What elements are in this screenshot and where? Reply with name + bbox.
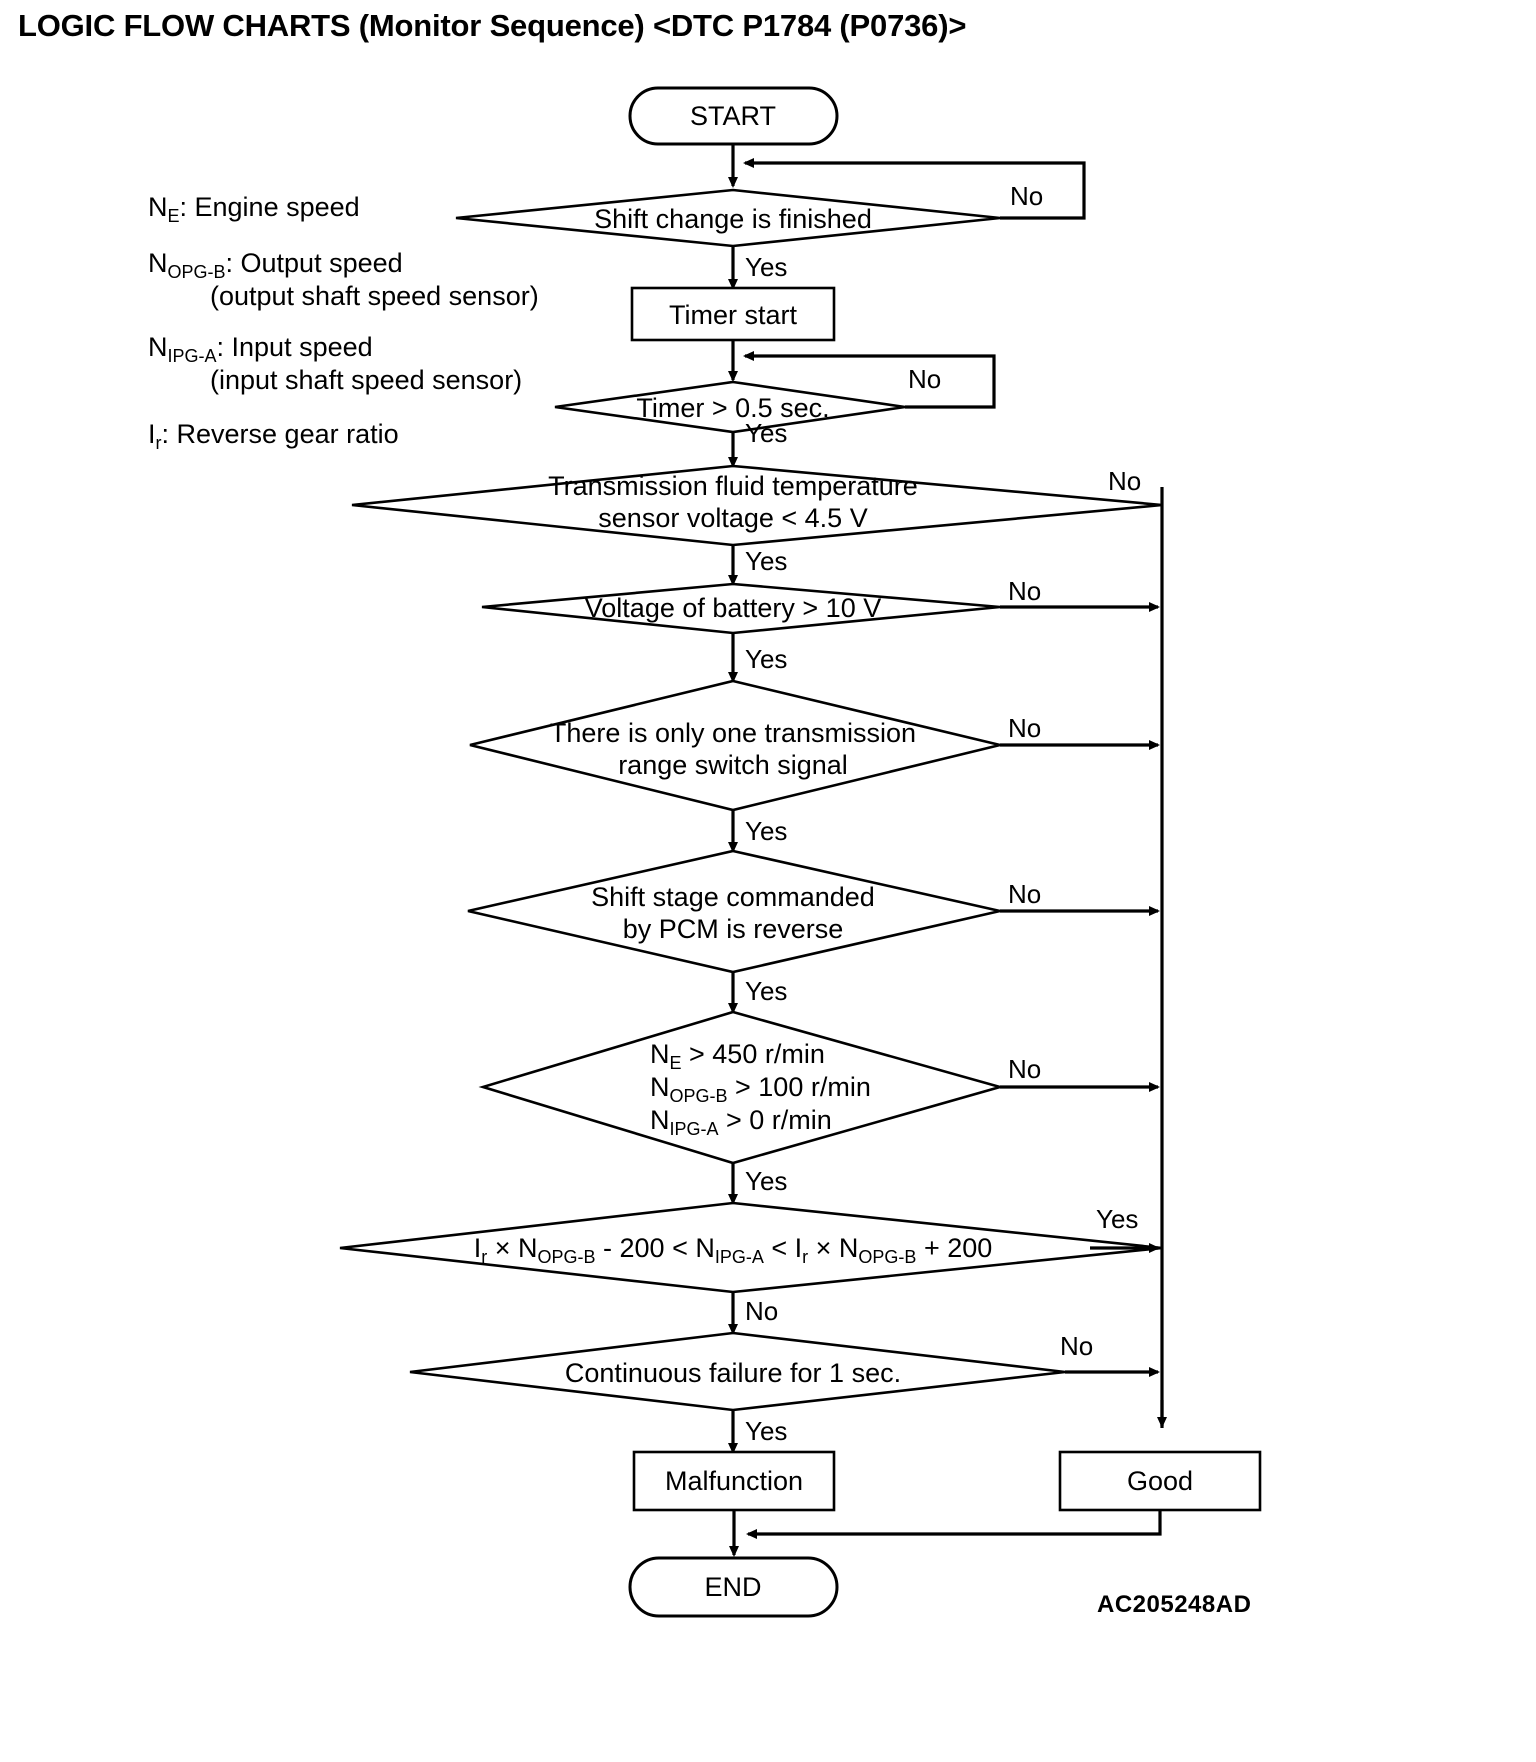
legend-symbol-ir: Ir: Reverse gear ratio [148, 419, 399, 453]
node-decision-range-switch-signal: There is only one transmission range swi… [469, 679, 1001, 812]
branch-label-d6-no: No [1008, 879, 1041, 909]
node-decision-shift-stage-reverse: Shift stage commanded by PCM is reverse [467, 849, 1001, 974]
branch-label-d1-no: No [1010, 181, 1043, 211]
branch-label-d2-yes: Yes [745, 418, 787, 448]
end-label: END [704, 1572, 761, 1602]
figure-code: AC205248AD [1097, 1591, 1251, 1618]
edge-good-to-end [746, 1510, 1162, 1539]
branch-label-d7-no: No [1008, 1054, 1041, 1084]
d8-label-formula: Ir × NOPG-B - 200 < NIPG-A < Ir × NOPG-B… [474, 1233, 993, 1267]
legend-symbol-nipga: NIPG-A: Input speed [148, 332, 373, 366]
branch-label-d3-yes: Yes [745, 546, 787, 576]
branch-label-d6-yes: Yes [745, 976, 787, 1006]
edge-d2-no-loop [743, 351, 996, 409]
branch-label-d9-no: No [1060, 1331, 1093, 1361]
branch-label-d4-yes: Yes [745, 644, 787, 674]
node-decision-continuous-failure: Continuous failure for 1 sec. [409, 1331, 1066, 1412]
timer-start-box-shape [630, 286, 836, 342]
node-decision-fluid-temp-sensor-voltage: Transmission fluid temperature sensor vo… [351, 464, 1163, 547]
d7-label-line2-nopgb: NOPG-B > 100 r/min [650, 1072, 871, 1106]
page-title: LOGIC FLOW CHARTS (Monitor Sequence) <DT… [18, 8, 967, 43]
legend-item-output-speed: NOPG-B: Output speed (output shaft speed… [148, 248, 539, 311]
branch-label-d9-yes: Yes [745, 1416, 787, 1446]
legend-symbol-nopgb: NOPG-B: Output speed [148, 248, 403, 282]
end-terminator-shape [628, 1556, 839, 1618]
good-label: Good [1127, 1466, 1193, 1496]
d3-label-line2: sensor voltage < 4.5 V [598, 503, 867, 533]
legend-item-engine-speed: NE: Engine speed [148, 192, 360, 226]
legend-symbol-ne: NE: Engine speed [148, 192, 360, 226]
node-decision-speed-thresholds: NE > 450 r/min NOPG-B > 100 r/min NIPG-A… [478, 1010, 1005, 1165]
d9-label: Continuous failure for 1 sec. [565, 1358, 901, 1388]
node-process-good: Good [1058, 1450, 1262, 1512]
node-process-malfunction: Malfunction [632, 1450, 836, 1512]
d6-label-line2: by PCM is reverse [623, 914, 844, 944]
d5-label-line2: range switch signal [618, 750, 848, 780]
node-decision-timer-threshold: Timer > 0.5 sec. [554, 380, 906, 434]
node-process-timer-start: Timer start [630, 286, 836, 342]
branch-label-d4-no: No [1008, 576, 1041, 606]
branch-label-d8-no: No [745, 1296, 778, 1326]
d7-label-line1-ne: NE > 450 r/min [650, 1039, 825, 1073]
d5-label-line1: There is only one transmission [550, 718, 916, 748]
start-label: START [690, 101, 776, 131]
timer-start-label: Timer start [669, 300, 797, 330]
node-end: END [628, 1556, 839, 1618]
d2-label: Timer > 0.5 sec. [636, 393, 829, 423]
d1-label: Shift change is finished [594, 204, 872, 234]
legend-item-reverse-gear-ratio: Ir: Reverse gear ratio [148, 419, 399, 453]
branch-label-d7-yes: Yes [745, 1166, 787, 1196]
branch-label-d8-yes: Yes [1096, 1204, 1138, 1234]
branch-label-d5-yes: Yes [745, 816, 787, 846]
malfunction-label: Malfunction [665, 1466, 803, 1496]
edge-d1-no-loop [743, 158, 1086, 220]
legend-detail-input-sensor: (input shaft speed sensor) [210, 365, 522, 395]
d3-label-line1: Transmission fluid temperature [548, 471, 918, 501]
node-decision-battery-voltage: Voltage of battery > 10 V [481, 582, 1001, 635]
node-decision-gear-ratio-window: Ir × NOPG-B - 200 < NIPG-A < Ir × NOPG-B… [339, 1201, 1163, 1294]
d7-label-line3-nipga: NIPG-A > 0 r/min [650, 1105, 832, 1139]
d6-label-line1: Shift stage commanded [591, 882, 875, 912]
legend-item-input-speed: NIPG-A: Input speed (input shaft speed s… [148, 332, 522, 395]
branch-label-d5-no: No [1008, 713, 1041, 743]
branch-label-d2-no: No [908, 364, 941, 394]
node-decision-shift-change-finished: Shift change is finished [455, 188, 1001, 248]
legend-detail-output-sensor: (output shaft speed sensor) [210, 281, 539, 311]
branch-label-d3-no: No [1108, 466, 1141, 496]
legend: NE: Engine speed NOPG-B: Output speed (o… [148, 192, 539, 453]
branch-label-d1-yes: Yes [745, 252, 787, 282]
node-start: START [628, 86, 839, 146]
d4-label: Voltage of battery > 10 V [585, 593, 881, 623]
